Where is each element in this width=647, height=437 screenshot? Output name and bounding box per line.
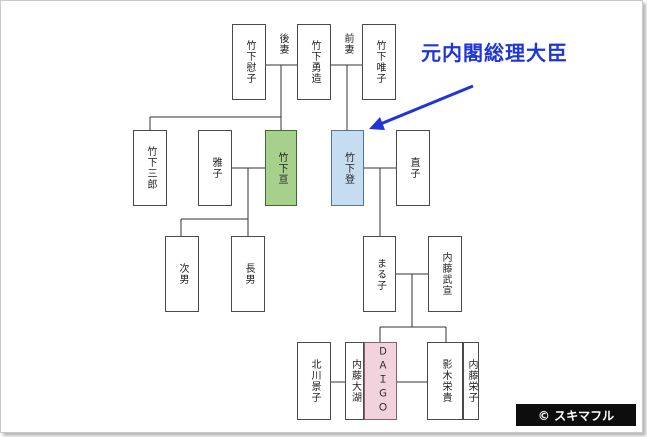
person-name: 竹下唯子 xyxy=(374,40,385,84)
relation-label-first-wife: 前妻 xyxy=(342,33,353,55)
person-name: 内藤武宣 xyxy=(440,252,451,296)
person-takeshita-saburo: 竹下三郎 xyxy=(133,130,167,206)
person-name: 内藤大湖 xyxy=(349,359,361,403)
person-daigo: ＤＡＩＧＯ xyxy=(364,342,397,420)
person-kageki-eiki: 影木栄貴 xyxy=(427,342,463,420)
person-name: 竹下勇造 xyxy=(309,40,320,84)
person-name: 次男 xyxy=(177,263,188,285)
credit-badge: © スキマフル xyxy=(516,404,636,426)
person-naito-daigo: 内藤大湖 xyxy=(345,342,364,420)
person-name: 竹下登 xyxy=(342,151,354,185)
person-name: ＤＡＩＧＯ xyxy=(375,346,387,416)
person-name: 内藤栄子 xyxy=(466,359,477,403)
person-jinan: 次男 xyxy=(165,236,199,312)
person-maruko: まる子 xyxy=(363,236,396,312)
person-name: 竹下三郎 xyxy=(145,146,156,190)
person-name: 直子 xyxy=(408,157,419,179)
annotation-label: 元内閣総理大臣 xyxy=(421,41,568,65)
person-name: 竹下亘 xyxy=(276,151,287,185)
relation-label-second-wife: 後妻 xyxy=(277,33,288,55)
person-takeshita-wataru: 竹下亘 xyxy=(265,130,297,206)
person-name: 竹下慰子 xyxy=(244,40,255,84)
annotation-arrow-line xyxy=(377,84,474,127)
person-name: 長男 xyxy=(243,263,254,285)
person-name: 影木栄貴 xyxy=(440,359,451,403)
person-naoko: 直子 xyxy=(396,130,430,206)
annotation-arrow-head xyxy=(369,117,385,130)
person-kitagawa-keiko: 北川景子 xyxy=(297,342,331,420)
person-masako: 雅子 xyxy=(198,130,232,206)
person-naito-eiko: 内藤栄子 xyxy=(463,342,479,420)
person-chonan: 長男 xyxy=(231,236,265,312)
person-naito-takenobu: 内藤武宣 xyxy=(428,236,462,312)
person-takeshita-noboru: 竹下登 xyxy=(331,130,364,206)
person-name: まる子 xyxy=(374,257,386,291)
person-takeshita-isamuzo: 竹下勇造 xyxy=(297,24,331,100)
person-takeshita-yuiko: 竹下唯子 xyxy=(362,24,396,100)
person-name: 雅子 xyxy=(210,157,221,179)
person-takeshita-hiroko: 竹下慰子 xyxy=(232,24,266,100)
person-name: 北川景子 xyxy=(309,359,320,403)
